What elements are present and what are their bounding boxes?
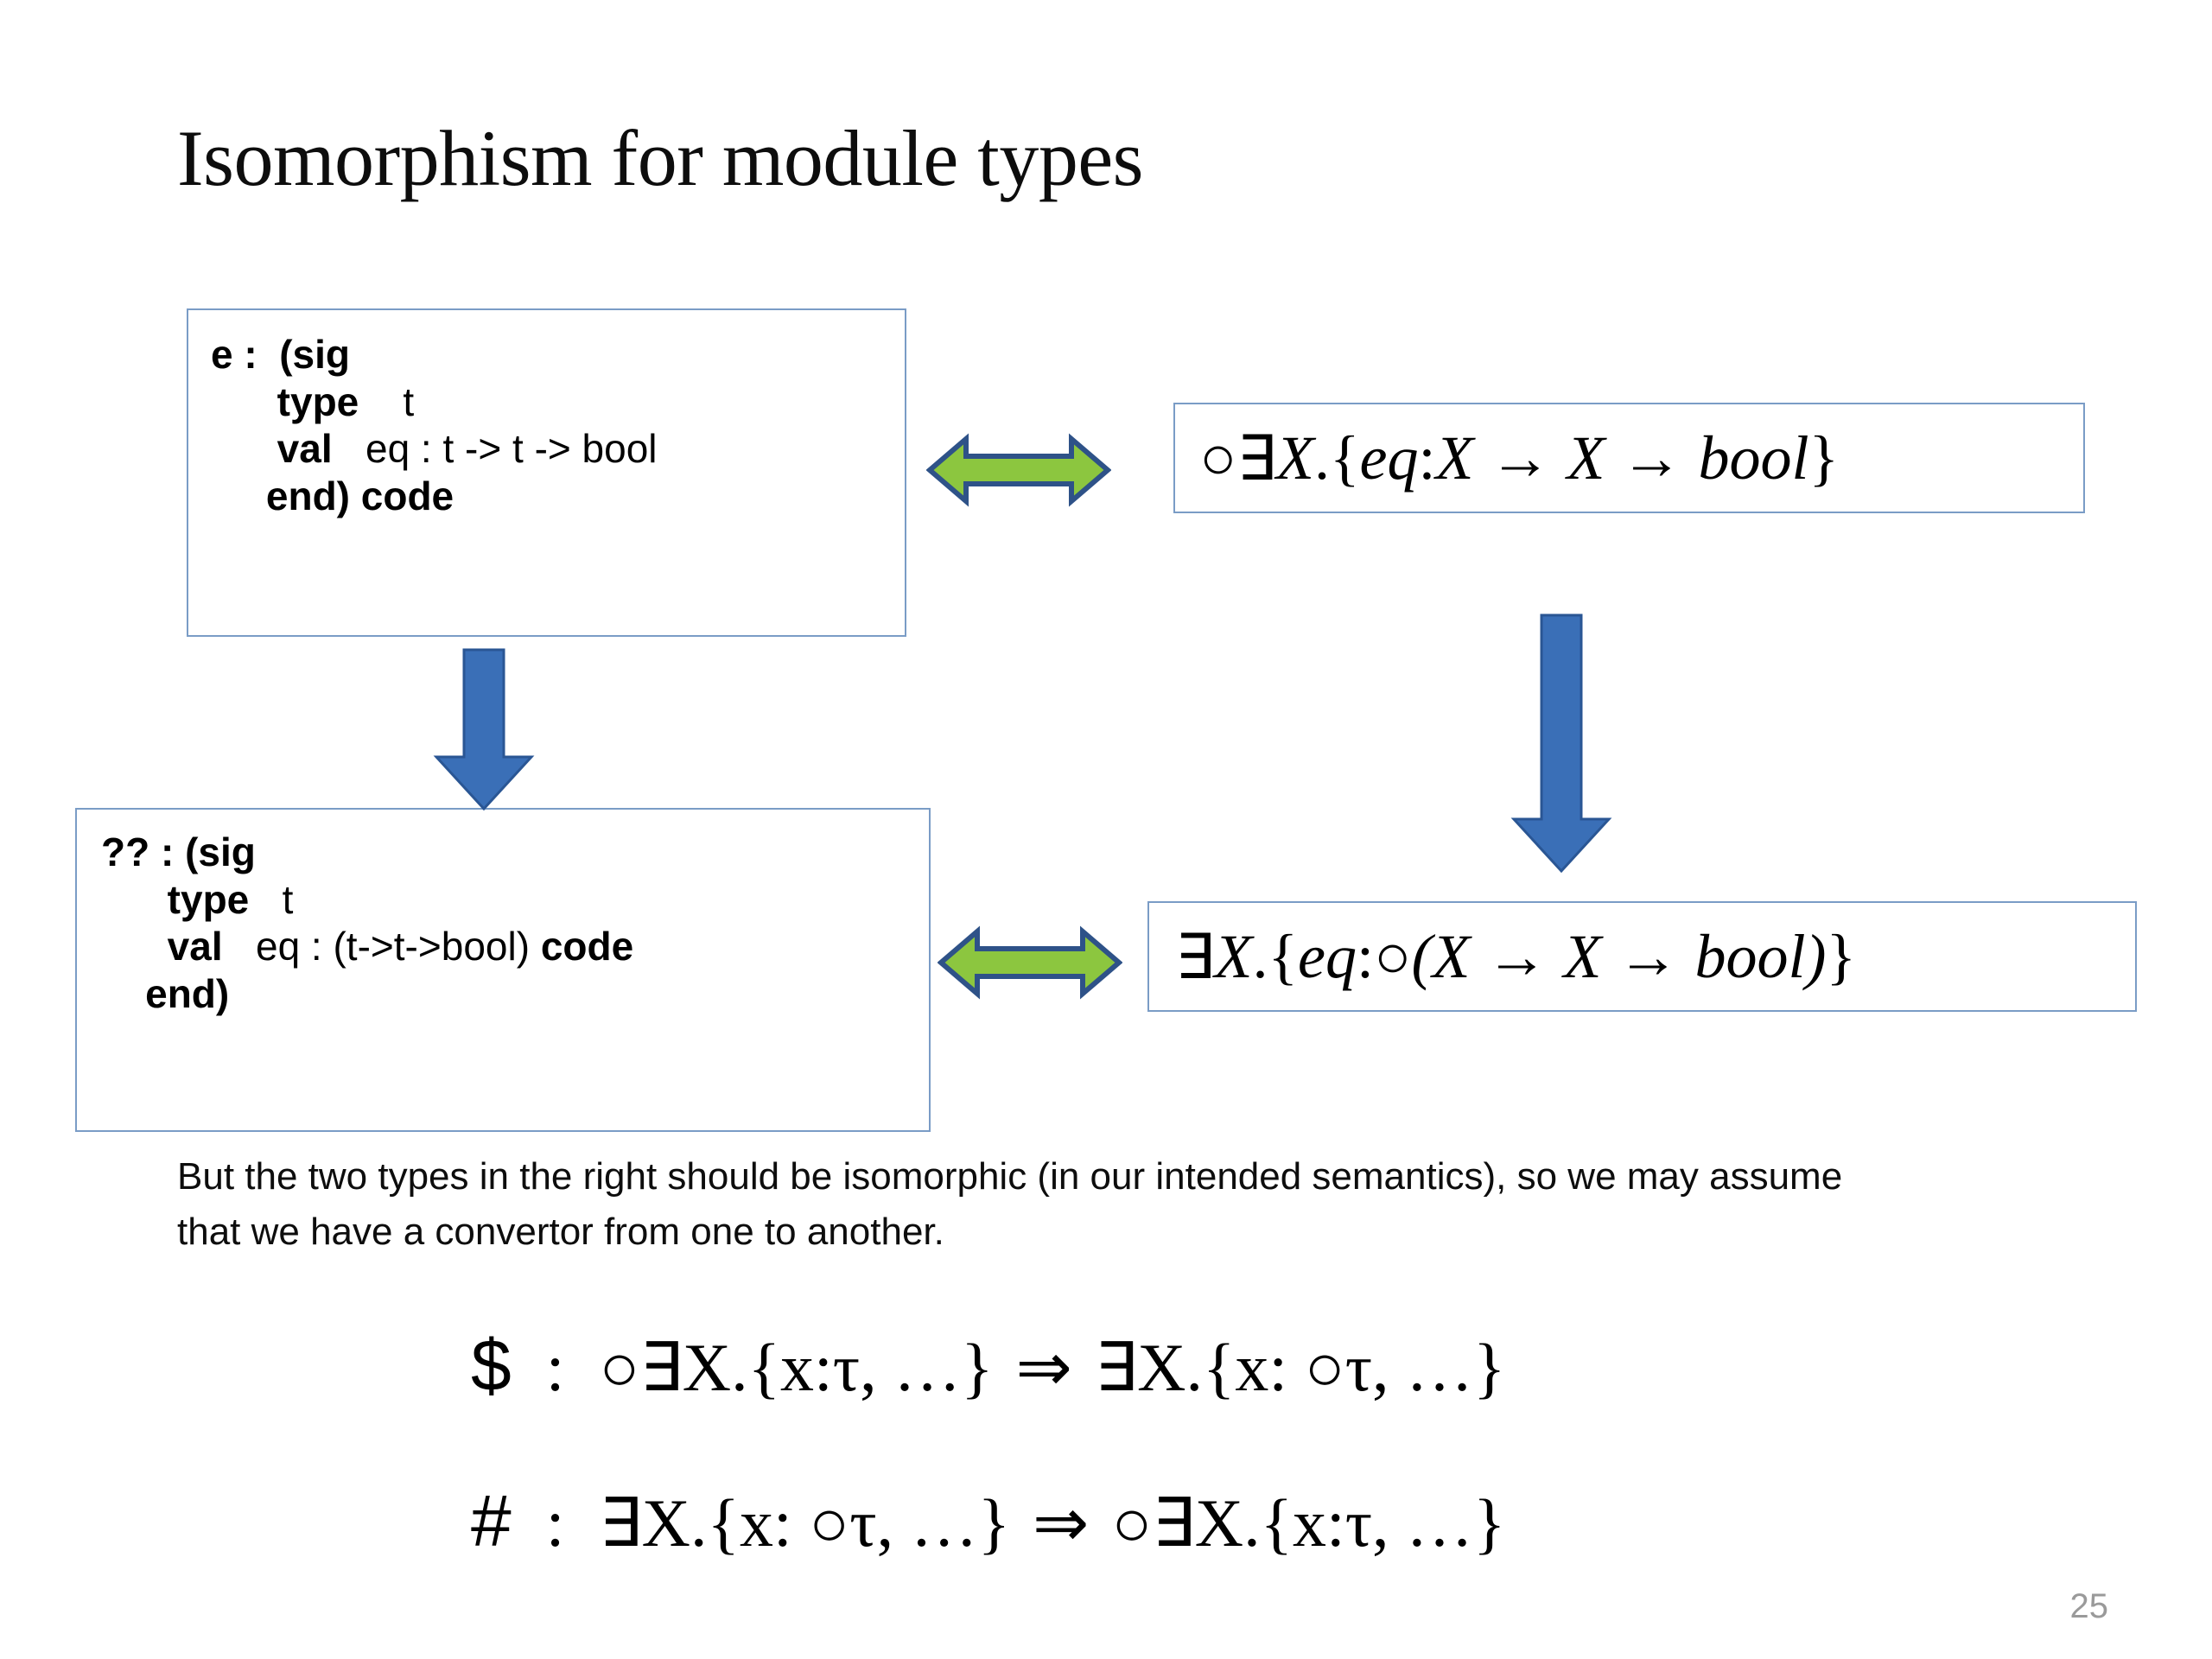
modal-circle-icon: ○ xyxy=(1199,423,1237,493)
transform-arrow-left xyxy=(433,648,535,810)
type-formula-box-top-right: ○∃X.{eq : X → X → bool} xyxy=(1173,403,2085,513)
convertor-formula-dollar: $: ○∃X.{x:τ, …} ⇒ ∃X.{x: ○τ, …} xyxy=(471,1324,1506,1408)
field-type: (X → X → bool) xyxy=(1411,921,1827,991)
field-colon: : xyxy=(1418,423,1436,493)
exists-quantifier: ∃ xyxy=(1175,922,1215,992)
page-title: Isomorphism for module types xyxy=(177,114,1144,202)
code-line-plain: t xyxy=(359,378,415,424)
code-line: val eq : t -> t -> bool xyxy=(211,425,905,473)
code-line-bold: end) xyxy=(101,971,230,1017)
convertor-formula-hash: #: ∃X.{x: ○τ, …} ⇒ ○∃X.{x:τ, …} xyxy=(471,1479,1506,1563)
code-line-plain: t xyxy=(249,876,294,922)
transform-arrow-right xyxy=(1510,613,1612,873)
explanatory-paragraph-line-2: that we have a convertor from one to ano… xyxy=(177,1210,944,1253)
code-line: type t xyxy=(211,378,905,426)
code-line: type t xyxy=(101,876,929,924)
field-name: eq xyxy=(1359,423,1419,493)
code-line: val eq : (t->t->bool) code xyxy=(101,923,929,970)
code-line-plain: eq : (t->t->bool) xyxy=(222,924,541,969)
type-variable: X xyxy=(1276,423,1314,493)
code-line-bold: ?? : (sig xyxy=(101,830,256,874)
code-line: e : (sig xyxy=(211,331,905,378)
modal-circle-icon: ○ xyxy=(1374,921,1412,991)
explanatory-paragraph-line-1: But the two types in the right should be… xyxy=(177,1155,1843,1198)
field-colon: : xyxy=(1357,921,1375,991)
formula-colon: : xyxy=(545,1485,565,1560)
implies-symbol: ⇒ xyxy=(1015,1330,1072,1405)
formula-rhs: ∃X.{x: ○τ, …} xyxy=(1094,1330,1506,1405)
dollar-operator: $ xyxy=(471,1325,512,1406)
isomorphism-arrow-top xyxy=(926,433,1111,507)
code-line-bold: e : (sig xyxy=(211,332,351,377)
record-open: .{ xyxy=(1252,921,1299,991)
code-line-bold: type xyxy=(211,378,359,424)
type-variable: X xyxy=(1214,921,1253,991)
code-line-bold: val xyxy=(101,924,223,969)
field-name: eq xyxy=(1298,921,1357,991)
hash-operator: # xyxy=(471,1480,512,1561)
code-line-bold-tail: code xyxy=(540,924,634,969)
formula-colon: : xyxy=(545,1330,565,1405)
implies-symbol: ⇒ xyxy=(1033,1485,1090,1560)
explanatory-paragraph: But the two types in the right should be… xyxy=(177,1149,2069,1260)
exists-quantifier: ∃ xyxy=(1236,423,1277,493)
code-line-bold: type xyxy=(101,876,250,922)
code-line-plain: eq : t -> t -> bool xyxy=(332,426,658,472)
code-line: end) xyxy=(101,970,929,1018)
signature-code-box-bottom-left: ?? : (sig type t val eq : (t->t->bool) c… xyxy=(75,808,931,1132)
record-close: } xyxy=(1808,423,1840,493)
code-line: ?? : (sig xyxy=(101,829,929,876)
formula-rhs: ○∃X.{x:τ, …} xyxy=(1111,1485,1506,1560)
code-line: end) code xyxy=(211,473,905,520)
record-close: } xyxy=(1826,921,1857,991)
type-formula-box-bottom-right: ∃X.{eq : ○(X → X → bool)} xyxy=(1147,901,2137,1012)
isomorphism-arrow-bottom xyxy=(938,925,1122,1000)
formula-lhs: ∃X.{x: ○τ, …} xyxy=(599,1485,1011,1560)
record-open: .{ xyxy=(1313,423,1360,493)
signature-code-box-top-left: e : (sig type t val eq : t -> t -> bool … xyxy=(187,308,906,637)
code-line-bold: val xyxy=(211,426,333,472)
field-type: X → X → bool xyxy=(1435,423,1809,493)
formula-lhs: ○∃X.{x:τ, …} xyxy=(599,1330,994,1405)
page-number: 25 xyxy=(2069,1587,2109,1625)
code-line-bold: end) code xyxy=(211,474,454,519)
